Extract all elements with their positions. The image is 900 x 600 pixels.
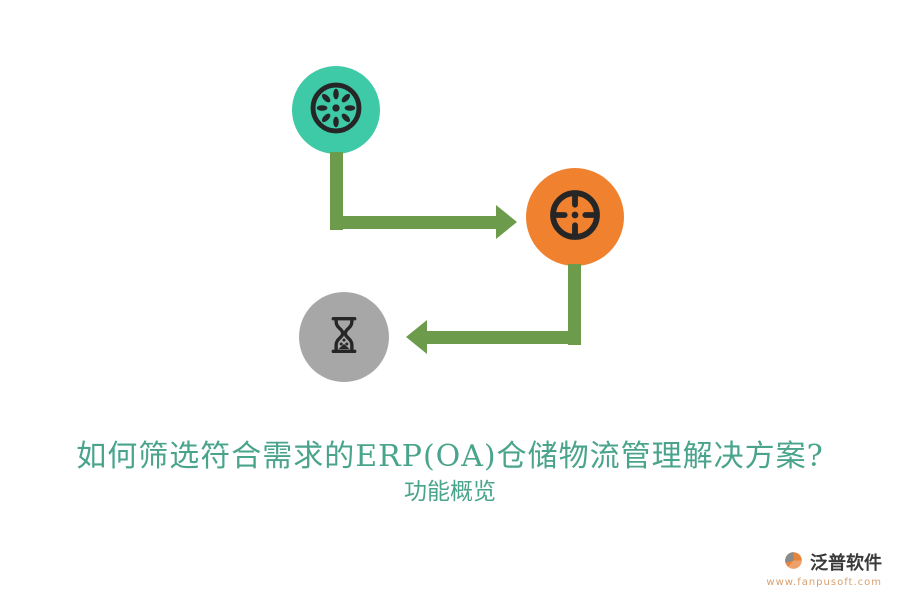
hourglass-icon [317, 308, 371, 366]
kiwi-slice-icon [307, 79, 365, 141]
arrow1-horizontal-segment [330, 216, 497, 229]
arrow1-right-arrowhead-icon [496, 205, 517, 239]
arrow2-left-arrowhead-icon [406, 320, 427, 354]
kiwi-node [292, 66, 380, 154]
page-title: 如何筛选符合需求的ERP(OA)仓储物流管理解决方案? [76, 439, 824, 474]
company-name: 泛普软件 [810, 553, 882, 574]
target-node [526, 168, 624, 266]
title-block: 如何筛选符合需求的ERP(OA)仓储物流管理解决方案? 功能概览 [0, 438, 900, 508]
company-logo-icon [783, 550, 804, 575]
arrow2-vertical-segment [568, 264, 581, 345]
arrow1-vertical-segment [330, 152, 343, 230]
page-subtitle: 功能概览 [404, 479, 496, 505]
branding-watermark: 泛普软件 www.fanpusoft.com [766, 549, 882, 588]
arrow2-horizontal-segment [427, 331, 581, 344]
company-website: www.fanpusoft.com [766, 577, 882, 588]
hourglass-node [299, 292, 389, 382]
target-icon [544, 184, 606, 250]
